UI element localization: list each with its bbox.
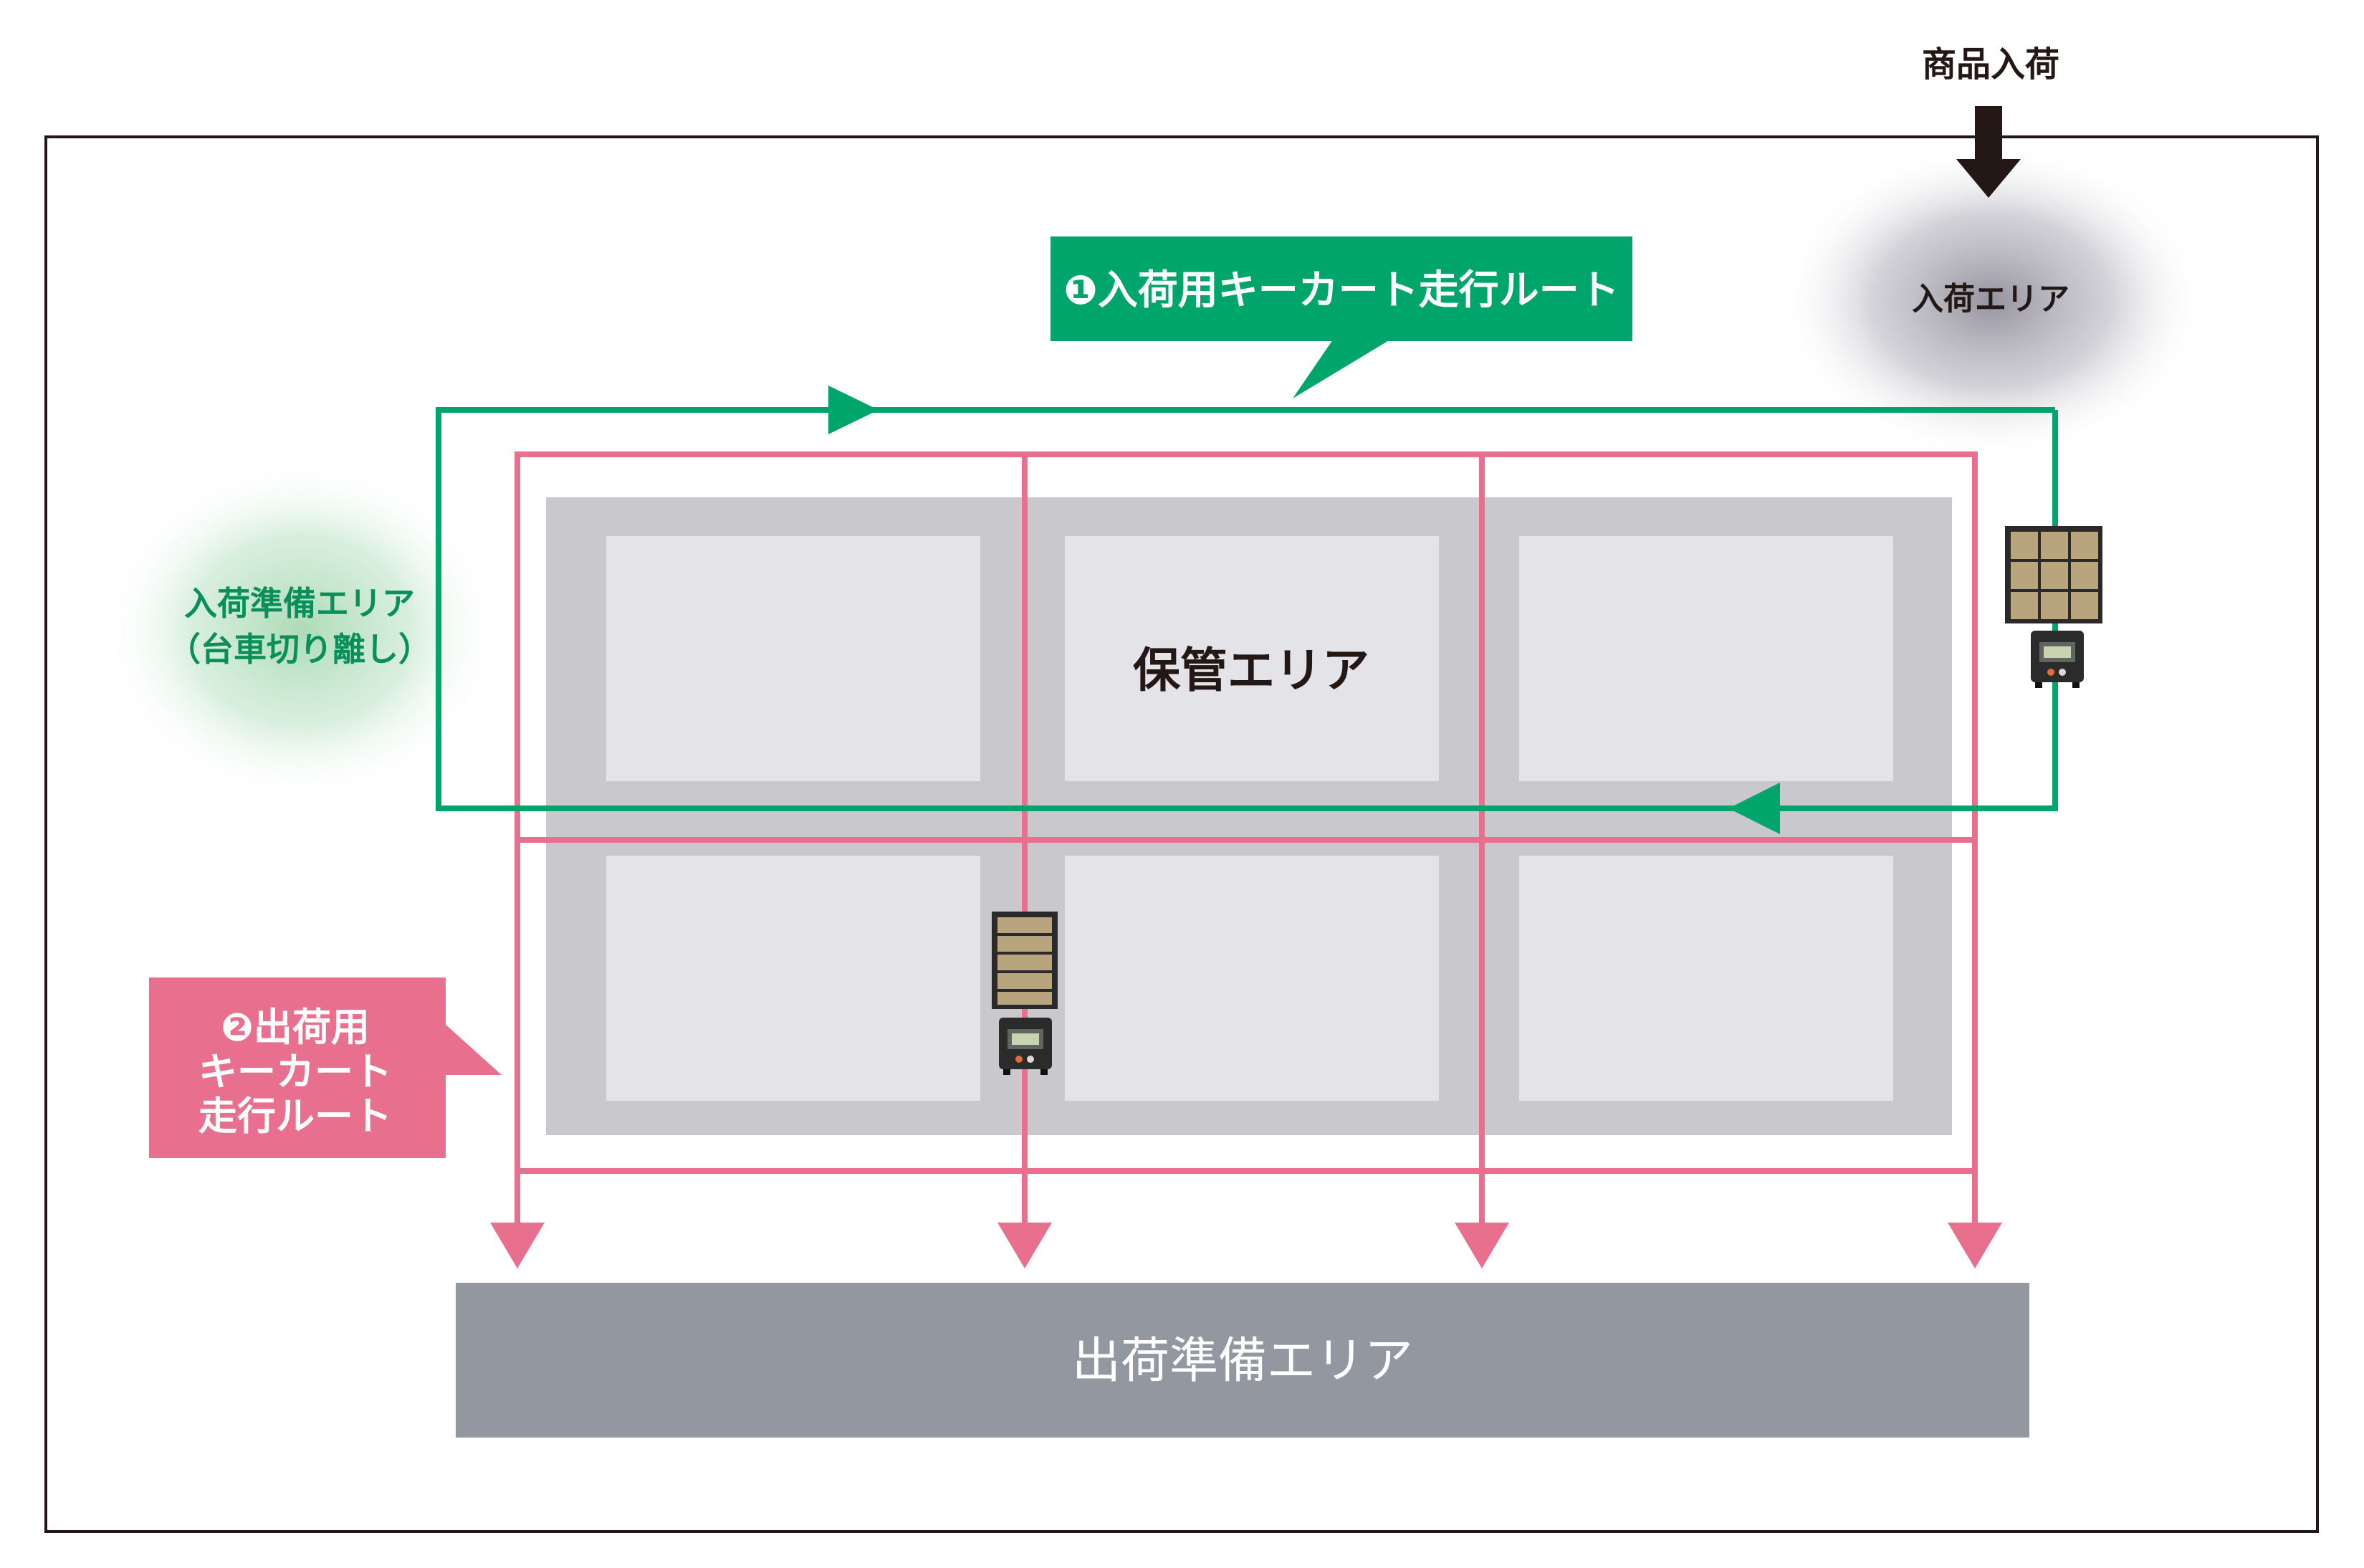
storage-area-label: 保管エリア [1133, 643, 1369, 698]
inbound-key-cart-robot [2031, 631, 2084, 688]
goods-arrival-label: 商品入荷 [1922, 44, 2059, 85]
outbound-route [515, 451, 1978, 1227]
outbound-route-label-line3: 走行ルート [198, 1094, 392, 1139]
inbound-prep-area-glow [100, 459, 502, 803]
inbound-arrow-head-west [1728, 783, 1780, 834]
warehouse-frame [44, 135, 2319, 1533]
receiving-area-glow [1777, 143, 2207, 459]
storage-block [1065, 536, 1439, 781]
storage-block [1519, 856, 1893, 1101]
inbound-arrow-head-east [828, 386, 879, 434]
outbound-route-loop [515, 451, 1978, 1174]
receiving-area-label: 入荷エリア [1912, 281, 2069, 317]
outbound-route-callout: ❷出荷用 キーカート 走行ルート [149, 977, 502, 1158]
inbound-route-callout: ❶入荷用キーカート走行ルート [1051, 236, 1632, 398]
outbound-arrow-head [1948, 1223, 2002, 1268]
goods-arrival-arrow [1956, 106, 2021, 198]
outbound-arrow-head [490, 1223, 545, 1268]
outbound-arrow-head [1455, 1223, 1509, 1268]
storage-block [1519, 536, 1893, 781]
outbound-route-label-line2: キーカート [198, 1049, 392, 1094]
inbound-prep-area-label-line2: （台車切り離し） [168, 630, 431, 669]
outbound-key-cart-robot [999, 1018, 1052, 1075]
shipping-prep-area [456, 1283, 2029, 1438]
outbound-arrow-head [997, 1223, 1052, 1268]
storage-block [606, 536, 980, 781]
inbound-route-label: ❶入荷用キーカート走行ルート [1063, 267, 1619, 314]
outbound-cart [992, 912, 1058, 1009]
outbound-route-label-line1: ❷出荷用 [221, 1005, 370, 1050]
inbound-cart [2005, 526, 2102, 623]
shipping-prep-area-label: 出荷準備エリア [1072, 1333, 1413, 1390]
storage-block [606, 856, 980, 1101]
storage-block [1065, 856, 1439, 1101]
inbound-prep-area-label-line1: 入荷準備エリア [184, 584, 415, 623]
